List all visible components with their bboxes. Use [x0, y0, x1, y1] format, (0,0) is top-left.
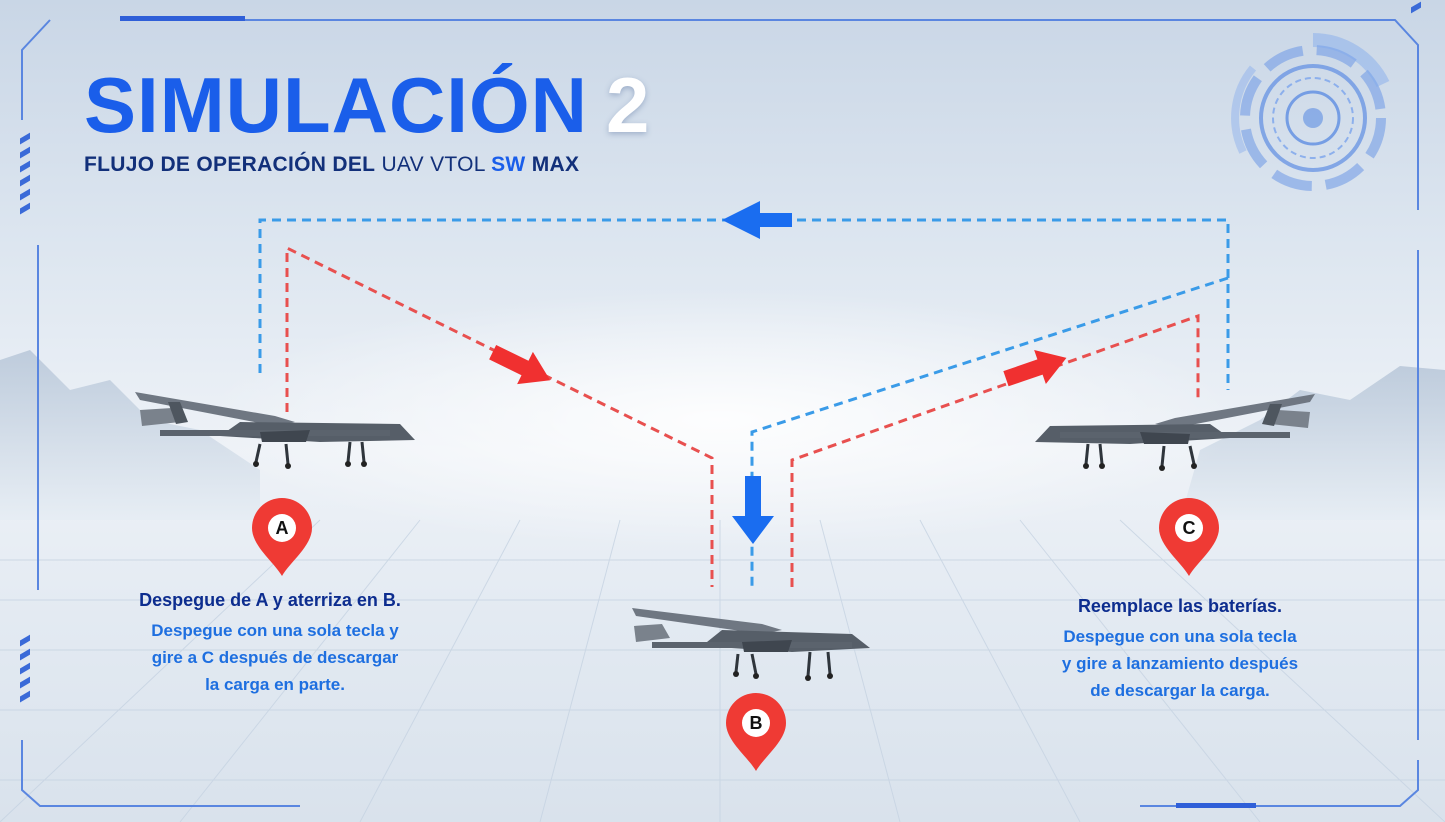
pin-c-label: C — [1183, 518, 1196, 538]
map-pin-icon: B — [726, 693, 786, 771]
map-pin-icon: C — [1159, 498, 1219, 576]
caption-a-body: Despegue con una sola tecla y gire a C d… — [100, 617, 450, 698]
title-main: SIMULACIÓN — [84, 61, 588, 149]
pin-a-label: A — [276, 518, 289, 538]
caption-c-line: y gire a lanzamiento después — [1061, 654, 1299, 673]
arrow-icon — [732, 476, 774, 544]
arrow-icon — [1003, 349, 1067, 387]
caption-c: Reemplace las baterías. Despegue con una… — [1015, 596, 1345, 704]
caption-c-body: Despegue con una sola tecla y gire a lan… — [1015, 623, 1345, 704]
map-pin-icon: A — [252, 498, 312, 576]
subtitle-part2: UAV VTOL — [381, 153, 485, 176]
pin-b-label: B — [750, 713, 763, 733]
caption-a-line: Despegue con una sola tecla y — [151, 621, 399, 640]
subtitle-part1: FLUJO DE OPERACIÓN DEL — [84, 153, 376, 176]
hud-frame — [21, 19, 1419, 807]
caption-c-line: de descargar la carga. — [1090, 681, 1270, 700]
horizon-glow — [200, 290, 1240, 550]
mountains-right — [1180, 366, 1445, 520]
arrow-icon — [489, 345, 551, 385]
drone-icon — [1035, 394, 1315, 471]
hud-accents — [20, 1, 1421, 808]
mountains-left — [0, 350, 260, 520]
arrow-icon — [722, 201, 792, 239]
page-subtitle: FLUJO DE OPERACIÓN DEL UAV VTOL SW MAX — [84, 153, 579, 177]
caption-a-line: la carga en parte. — [205, 675, 345, 694]
floor-grid — [0, 519, 1445, 822]
caption-a: Despegue de A y aterriza en B. Despegue … — [100, 590, 450, 698]
subtitle-part4: MAX — [531, 153, 580, 176]
caption-a-line: gire a C después de descargar — [151, 648, 399, 667]
drone-icon — [632, 608, 870, 681]
title-number: 2 — [605, 61, 651, 149]
caption-c-heading: Reemplace las baterías. — [1077, 596, 1283, 616]
radar-hud-icon — [1231, 33, 1390, 191]
route-red-outbound — [285, 245, 1200, 587]
drone-icon — [135, 392, 415, 469]
caption-a-heading: Despegue de A y aterriza en B. — [139, 590, 401, 610]
subtitle-part3: SW — [491, 153, 526, 176]
caption-c-line: Despegue con una sola tecla — [1063, 627, 1297, 646]
